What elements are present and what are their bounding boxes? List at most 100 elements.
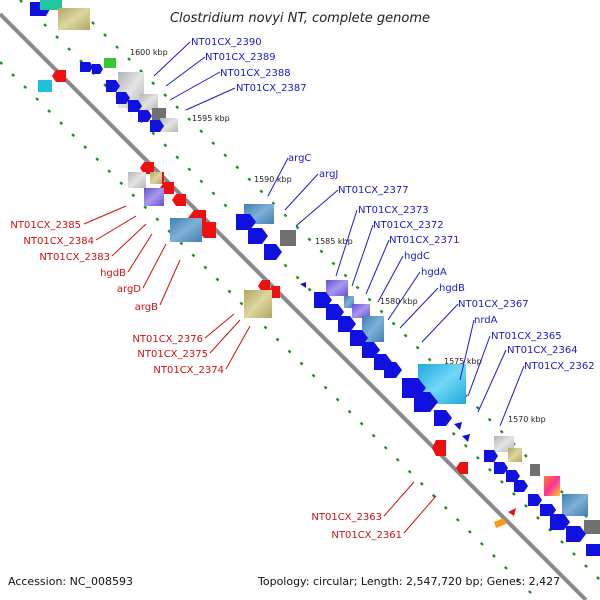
map-title: Clostridium novyi NT, complete genome: [170, 11, 430, 26]
forward-gene-block: [344, 296, 354, 308]
forward-gene-arrow: [384, 362, 402, 378]
accession-text: Accession: NC_008593: [8, 575, 134, 588]
forward-gene-arrow: [92, 64, 103, 74]
forward-gene-block: [326, 280, 348, 296]
forward-gene-arrow: [80, 62, 93, 72]
forward-gene-block: [352, 304, 370, 318]
gene-label[interactable]: NT01CX_2385: [10, 220, 81, 231]
forward-gene-arrow: [150, 120, 164, 132]
reverse-gene-arrow: [494, 518, 506, 528]
reverse-gene-block: [244, 290, 272, 318]
forward-gene-arrow: [506, 470, 520, 482]
forward-gene-arrow: [586, 544, 600, 556]
reverse-gene-arrow: [258, 280, 270, 292]
gene-label[interactable]: NT01CX_2364: [507, 345, 578, 356]
forward-gene-block: [362, 316, 384, 342]
reverse-label-leaders: [83, 205, 437, 534]
forward-gene-arrow: [514, 480, 528, 492]
forward-gene-arrow: [494, 462, 508, 474]
reverse-strand-genes: [38, 70, 516, 528]
gene-label[interactable]: nrdA: [474, 315, 498, 326]
forward-gene-block: [140, 94, 158, 110]
gene-label[interactable]: hgdC: [404, 251, 430, 262]
forward-gene-arrow: [106, 80, 120, 92]
gene-label[interactable]: NT01CX_2374: [153, 365, 224, 376]
forward-gene-arrow: [414, 392, 438, 412]
gene-label[interactable]: NT01CX_2387: [236, 83, 307, 94]
forward-gene-arrow: [264, 244, 282, 260]
reverse-gene-arrow: [52, 70, 66, 82]
gene-label[interactable]: NT01CX_2377: [338, 185, 409, 196]
scale-label: 1585 kbp: [315, 237, 353, 246]
gene-label[interactable]: NT01CX_2371: [389, 235, 460, 246]
forward-gene-block: [562, 494, 588, 516]
forward-arrow-band: [106, 80, 600, 556]
gene-label[interactable]: argC: [288, 153, 311, 164]
forward-gene-block: [508, 448, 522, 462]
reverse-gene-arrow: [140, 162, 154, 174]
scale-label: 1570 kbp: [508, 415, 546, 424]
scale-ticks: 1600 kbp 1595 kbp 1590 kbp 1585 kbp 1580…: [130, 48, 546, 424]
forward-gene-arrow: [566, 526, 586, 542]
inner-dotted-track-top: [0, 61, 539, 600]
genome-summary-text: Topology: circular; Length: 2,547,720 bp…: [258, 575, 561, 588]
gene-label[interactable]: NT01CX_2376: [132, 334, 203, 345]
gene-label[interactable]: NT01CX_2361: [331, 530, 402, 541]
forward-strand-genes: [30, 0, 600, 534]
reverse-gene-arrow: [432, 440, 446, 456]
reverse-gene-arrow: [508, 508, 516, 516]
genome-backbone: [0, 12, 588, 600]
forward-gene-block: [104, 58, 116, 68]
forward-gene-arrow: [434, 410, 452, 426]
forward-gene-arrow: [138, 110, 152, 122]
forward-gene-arrow: [236, 214, 256, 230]
reverse-gene-block: [38, 80, 52, 92]
reverse-gene-block: [150, 172, 162, 184]
forward-gene-block: [544, 476, 560, 496]
scale-label: 1580 kbp: [380, 297, 418, 306]
gene-label[interactable]: NT01CX_2365: [491, 331, 562, 342]
forward-gene-arrow: [248, 228, 268, 244]
gene-label[interactable]: NT01CX_2363: [311, 512, 382, 523]
gene-label[interactable]: hgdA: [421, 267, 447, 278]
scale-label: 1595 kbp: [192, 114, 230, 123]
gene-label[interactable]: NT01CX_2367: [458, 299, 529, 310]
reverse-gene-block: [128, 172, 146, 188]
forward-gene-block: [40, 0, 62, 10]
gene-label[interactable]: NT01CX_2389: [205, 52, 276, 63]
forward-gene-arrow: [528, 494, 542, 506]
forward-gene-arrow: [300, 282, 306, 288]
gene-label[interactable]: NT01CX_2372: [373, 220, 444, 231]
gene-label[interactable]: NT01CX_2375: [137, 349, 208, 360]
reverse-gene-labels: NT01CX_2385 NT01CX_2384 NT01CX_2383 hgdB…: [10, 220, 402, 541]
forward-gene-arrow: [338, 316, 356, 332]
forward-gene-block: [530, 464, 540, 476]
forward-label-leaders: [153, 41, 525, 427]
reverse-gene-block: [144, 188, 164, 206]
forward-gene-block: [280, 230, 296, 246]
gene-label[interactable]: argD: [117, 284, 141, 295]
forward-gene-arrow: [540, 504, 556, 516]
gene-label[interactable]: NT01CX_2384: [23, 236, 94, 247]
gene-label[interactable]: argJ: [319, 169, 338, 180]
reverse-gene-arrow: [198, 222, 216, 238]
gene-label[interactable]: NT01CX_2383: [39, 252, 110, 263]
gene-label[interactable]: argB: [135, 302, 158, 313]
scale-label: 1575 kbp: [444, 357, 482, 366]
forward-gene-block: [58, 8, 90, 30]
gene-label[interactable]: NT01CX_2390: [191, 37, 262, 48]
forward-gene-block: [584, 520, 600, 534]
gene-label[interactable]: hgdB: [439, 283, 465, 294]
reverse-gene-arrow: [456, 462, 468, 474]
reverse-gene-block: [170, 218, 202, 242]
forward-gene-arrow: [454, 422, 462, 430]
gene-label[interactable]: NT01CX_2373: [358, 205, 429, 216]
gene-label[interactable]: hgdB: [100, 268, 126, 279]
gene-label[interactable]: NT01CX_2362: [524, 361, 595, 372]
scale-label: 1600 kbp: [130, 48, 168, 57]
forward-gene-arrow: [484, 450, 498, 462]
forward-gene-labels: NT01CX_2390 NT01CX_2389 NT01CX_2388 NT01…: [191, 37, 595, 372]
gene-label[interactable]: NT01CX_2388: [220, 68, 291, 79]
